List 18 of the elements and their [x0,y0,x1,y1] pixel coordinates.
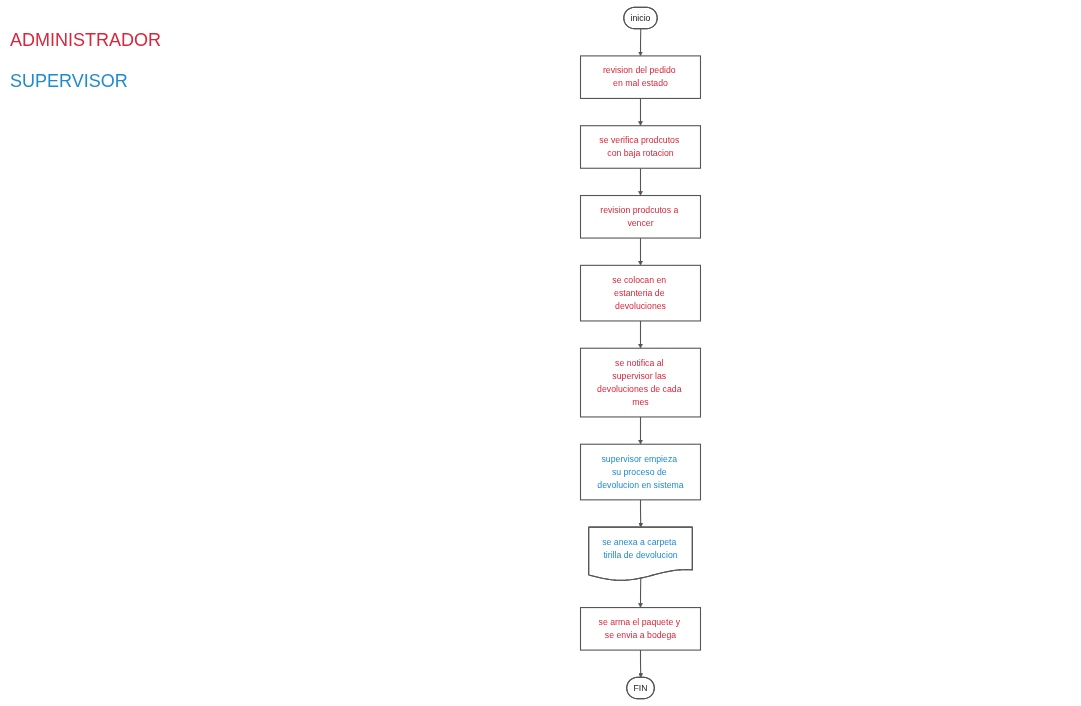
arrow [638,649,644,678]
arrow [638,167,643,196]
node-box: revision prodcutos a vencer [579,194,702,239]
role-label: ADMINISTRADOR [10,30,162,51]
node-box: se notifica al supervisor las devoluciones de cada mes [579,347,702,418]
arrow [638,499,644,528]
node-box: supervisor empieza su proceso de devolucion en sistema [579,443,702,501]
arrow [638,320,643,349]
node-box: se verifica prodcutos con baja rotacion [579,125,702,169]
arrow [638,577,643,608]
node-box: revision del pedido en mal estado [579,55,702,99]
node-box: se colocan en estanteria de devoluciones [579,264,702,322]
node-box: se arma el paquete y se envia a bodega [579,607,702,651]
arrow [638,28,643,57]
arrow [638,237,643,266]
arrow [638,416,643,445]
arrow [638,97,643,126]
role-label: SUPERVISOR [10,71,129,92]
